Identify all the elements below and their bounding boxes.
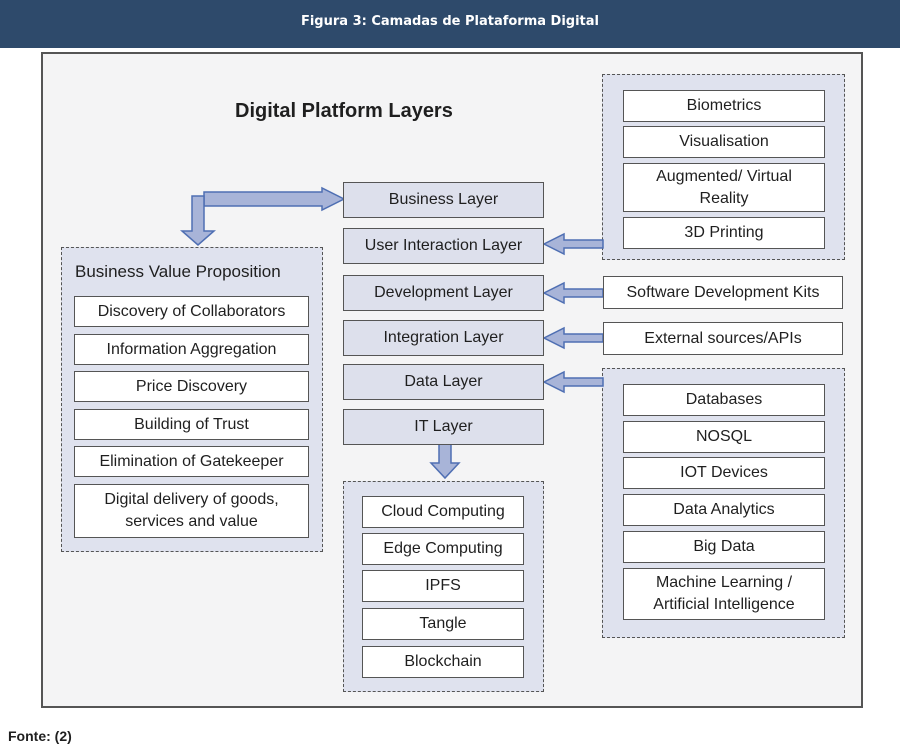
layer-it: IT Layer <box>343 409 544 445</box>
data-arrow <box>542 370 604 394</box>
it-tech-item: Edge Computing <box>362 533 524 565</box>
interaction-tech-item: Biometrics <box>623 90 825 122</box>
source-footnote: Fonte: (2) <box>8 728 72 744</box>
data-tech-item: Databases <box>623 384 825 416</box>
value-item: Digital delivery of goods, services and … <box>74 484 309 538</box>
it-tech-item: IPFS <box>362 570 524 602</box>
business-arrow-right-head <box>203 186 346 212</box>
layer-user-interaction: User Interaction Layer <box>343 228 544 264</box>
interaction-tech-item: Augmented/ Virtual Reality <box>623 163 825 212</box>
data-tech-item: Machine Learning / Artificial Intelligen… <box>623 568 825 620</box>
layer-data: Data Layer <box>343 364 544 400</box>
it-arrow-down <box>429 443 461 480</box>
value-item: Elimination of Gatekeeper <box>74 446 309 477</box>
diagram-title: Digital Platform Layers <box>235 100 453 122</box>
development-arrow <box>542 281 604 305</box>
business-arrow-down <box>180 195 216 246</box>
it-tech-item: Cloud Computing <box>362 496 524 528</box>
figure-caption: Figura 3: Camadas de Plataforma Digital <box>300 14 600 29</box>
interaction-tech-item: Visualisation <box>623 126 825 158</box>
value-item: Building of Trust <box>74 409 309 440</box>
layer-development: Development Layer <box>343 275 544 311</box>
value-item: Information Aggregation <box>74 334 309 365</box>
layer-business: Business Layer <box>343 182 544 218</box>
value-item: Discovery of Collaborators <box>74 296 309 327</box>
data-tech-item: IOT Devices <box>623 457 825 489</box>
data-tech-item: Data Analytics <box>623 494 825 526</box>
it-tech-item: Blockchain <box>362 646 524 678</box>
business-value-title: Business Value Proposition <box>75 262 281 281</box>
integration-tech-box: External sources/APIs <box>603 322 843 355</box>
data-tech-item: NOSQL <box>623 421 825 453</box>
value-item: Price Discovery <box>74 371 309 402</box>
development-tech-box: Software Development Kits <box>603 276 843 309</box>
data-tech-item: Big Data <box>623 531 825 563</box>
it-tech-item: Tangle <box>362 608 524 640</box>
figure-header-bar: Figura 3: Camadas de Plataforma Digital <box>0 0 900 48</box>
interaction-arrow <box>542 232 604 256</box>
interaction-tech-item: 3D Printing <box>623 217 825 249</box>
integration-arrow <box>542 326 604 350</box>
layer-integration: Integration Layer <box>343 320 544 356</box>
